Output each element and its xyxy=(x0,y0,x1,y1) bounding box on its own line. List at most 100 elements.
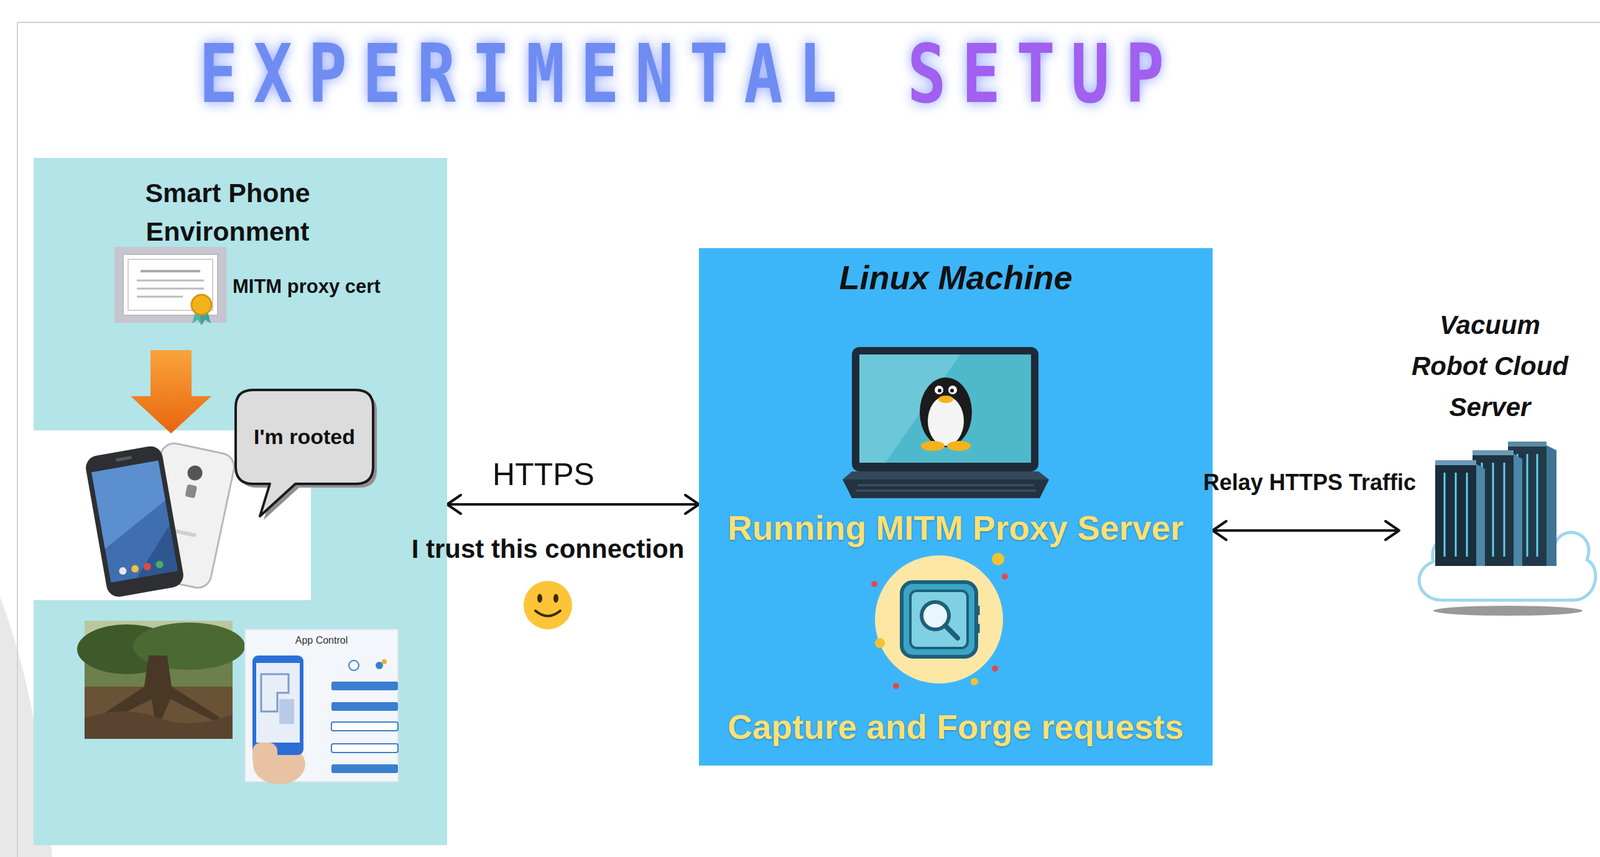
app-screenshot xyxy=(331,743,398,753)
server-rack-icon xyxy=(1435,441,1557,566)
phone-picture xyxy=(130,564,140,574)
connector-part xyxy=(447,503,699,506)
app-screenshot xyxy=(381,659,387,665)
certificate-icon xyxy=(136,279,204,282)
app-screenshot xyxy=(245,629,398,785)
inspect-icon xyxy=(991,665,999,672)
inspect-icon xyxy=(945,625,958,639)
cloud-server-illustration xyxy=(1433,605,1583,616)
app-screenshot xyxy=(279,698,295,724)
server-rack-icon xyxy=(1536,453,1539,557)
inspect-icon xyxy=(1001,573,1009,580)
arrow-head xyxy=(447,494,461,514)
linux-machine-box: Linux MachineRunning MITM Proxy ServerCa… xyxy=(698,248,1213,766)
laptop-icon xyxy=(842,471,1050,480)
server-rack-icon xyxy=(1492,462,1495,557)
box-heading: Linux Machine xyxy=(711,258,1201,297)
cloud-server-illustration xyxy=(1433,566,1578,597)
server-rack-icon xyxy=(1507,445,1547,566)
server-rack-icon xyxy=(1513,453,1523,566)
server-rack-icon xyxy=(1476,463,1485,566)
server-rack-icon xyxy=(1507,441,1547,447)
app-screenshot xyxy=(375,661,384,670)
app-screenshot xyxy=(252,742,278,768)
speech-bubble-outline xyxy=(234,388,375,520)
root-tree-photo xyxy=(77,620,246,739)
penguin-icon xyxy=(919,377,972,451)
laptop-icon xyxy=(857,484,1035,487)
panel-heading: Smart Phone Environment xyxy=(115,173,340,251)
phone-environment-illustration xyxy=(33,157,448,846)
bidirectional-arrow xyxy=(1212,521,1400,540)
arrow-head xyxy=(685,494,699,514)
capture-caption: Capture and Forge requests xyxy=(706,706,1206,748)
smiley-icon xyxy=(523,580,573,630)
phone-picture xyxy=(91,460,178,583)
app-screenshot xyxy=(256,662,300,743)
cloud-server: Vacuum Robot Cloud Server xyxy=(1399,304,1597,616)
server-heading: Vacuum Robot Cloud Server xyxy=(1402,304,1577,428)
inspect-icon xyxy=(970,677,979,686)
server-rack-icon xyxy=(1435,460,1477,466)
phone-picture xyxy=(155,560,165,569)
inspect-icon xyxy=(871,580,878,588)
bubble-text: I'm rooted xyxy=(239,422,370,451)
bidirectional-arrow xyxy=(447,494,699,514)
server-rack-icon xyxy=(1435,463,1477,566)
laptop-icon xyxy=(855,490,1036,492)
server-rack-icon xyxy=(1546,445,1557,566)
server-rack-icon xyxy=(1472,450,1514,456)
trust-note: I trust this connection xyxy=(392,533,704,565)
certificate-icon xyxy=(191,294,212,315)
certificate-icon xyxy=(123,254,218,316)
server-rack-icon xyxy=(1503,462,1506,557)
phone-picture xyxy=(83,443,186,599)
phone-picture xyxy=(83,440,237,599)
smiley-icon xyxy=(537,593,543,603)
inspect-icon xyxy=(871,552,1009,690)
smiley-icon xyxy=(523,580,573,630)
app-screenshot xyxy=(348,660,359,671)
speech-bubble-outline xyxy=(235,389,374,517)
inspect-icon xyxy=(874,555,1004,684)
inspect-icon xyxy=(976,605,981,616)
penguin-icon xyxy=(938,395,954,403)
penguin-icon xyxy=(947,440,971,451)
inspect-icon xyxy=(892,682,900,690)
diagram-title: EXPERIMENTAL SETUP xyxy=(198,31,1180,117)
arrow-head xyxy=(1212,521,1227,540)
app-screenshot xyxy=(245,629,398,782)
app-screenshot xyxy=(331,681,398,691)
laptop-icon xyxy=(859,354,1032,463)
certificate-icon xyxy=(136,287,204,290)
penguin-icon xyxy=(927,396,964,446)
laptop-icon xyxy=(842,346,1050,499)
certificate-icon xyxy=(114,246,227,323)
app-screenshot xyxy=(331,702,398,711)
certificate-icon xyxy=(136,295,183,298)
cert-label: MITM proxy cert xyxy=(232,275,420,298)
down-arrow xyxy=(130,350,212,434)
linux-machine-illustration xyxy=(698,248,1213,766)
root-tree-photo xyxy=(84,711,233,739)
server-rack-icon xyxy=(1466,472,1469,557)
server-rack-icon xyxy=(1443,472,1446,557)
phone-picture xyxy=(83,443,186,599)
phone-picture xyxy=(118,566,128,576)
smiley-icon xyxy=(535,610,561,617)
penguin-icon xyxy=(920,440,945,451)
phone-picture xyxy=(184,483,198,499)
inspect-icon xyxy=(991,552,1005,566)
server-rack-icon xyxy=(1526,453,1529,557)
phone-picture xyxy=(128,524,178,578)
relay-label: Relay HTTPS Traffic xyxy=(1154,468,1466,497)
phone-picture xyxy=(185,463,204,482)
app-screenshot xyxy=(331,721,398,731)
penguin-icon xyxy=(950,388,954,393)
inspect-icon xyxy=(874,638,885,648)
laptop-icon xyxy=(851,346,1039,472)
connector-part xyxy=(1212,529,1400,532)
app-screenshot xyxy=(331,764,398,773)
certificate-icon xyxy=(114,246,227,326)
speech-bubble: I'm rooted xyxy=(234,388,375,486)
